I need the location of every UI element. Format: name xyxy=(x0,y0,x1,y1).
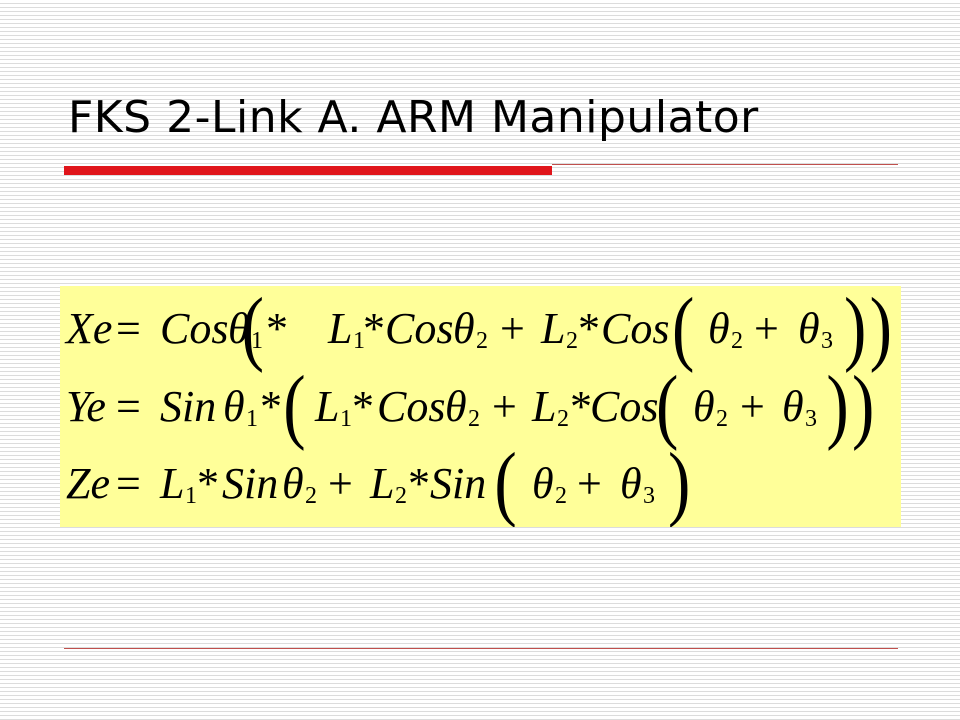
eq2-func3: Cos xyxy=(590,382,658,431)
eq2-times1: * xyxy=(260,382,282,431)
eq3-theta3: θ xyxy=(620,459,642,508)
eq3-plus2: + xyxy=(577,459,602,508)
eq1-theta2b: θ xyxy=(708,304,730,353)
equation-ye: Ye = Sin θ 1 * ( L 1 * Cos θ 2 + L 2 * C… xyxy=(66,359,874,452)
eq1-L2: L xyxy=(540,304,565,353)
eq3-paren-close: ) xyxy=(668,436,690,527)
eq3-theta2b: θ xyxy=(532,459,554,508)
eq1-plus2: + xyxy=(754,304,779,353)
eq3-plus1: + xyxy=(328,459,353,508)
eq2-sub2: 2 xyxy=(468,406,480,432)
eq1-sub1: 1 xyxy=(251,328,263,354)
title-underline-thin xyxy=(552,164,898,165)
eq2-paren-close: ) xyxy=(826,359,848,452)
eq1-theta2: θ xyxy=(453,304,475,353)
eq1-sub3: 3 xyxy=(821,328,833,354)
eq2-L1: L xyxy=(314,382,339,431)
eq1-times3: * xyxy=(578,304,600,353)
eq1-theta3: θ xyxy=(798,304,820,353)
eq3-theta2: θ xyxy=(282,459,304,508)
eq1-L1-sub: 1 xyxy=(353,328,365,354)
equation-ze: Ze = L 1 * Sin θ 2 + L 2 * Sin ( θ 2 + θ… xyxy=(66,436,690,527)
eq1-paren-close: ) xyxy=(844,286,866,374)
eq3-func2: Sin xyxy=(430,459,486,508)
equation-svg: Xe = Cos θ 1 * ( L 1 * Cos θ 2 + L 2 * C… xyxy=(64,286,892,527)
eq2-func2: Cos xyxy=(377,382,445,431)
eq2-theta2b: θ xyxy=(693,382,715,431)
eq2-plus2: + xyxy=(740,382,765,431)
eq1-times1: * xyxy=(266,304,288,353)
slide-title: FKS 2-Link A. ARM Manipulator xyxy=(68,92,759,143)
eq2-L2: L xyxy=(531,382,556,431)
eq1-func3: Cos xyxy=(601,304,669,353)
eq1-sub2b: 2 xyxy=(731,328,743,354)
eq2-L1-sub: 1 xyxy=(340,406,352,432)
eq2-sub2b: 2 xyxy=(716,406,728,432)
eq3-L2-sub: 2 xyxy=(395,483,407,509)
eq1-func2: Cos xyxy=(385,304,453,353)
eq3-L1: L xyxy=(159,459,184,508)
eq3-equals: = xyxy=(116,459,141,508)
eq2-lhs: Ye xyxy=(66,382,106,431)
eq3-lhs: Ze xyxy=(66,459,110,508)
eq1-func1: Cos xyxy=(160,304,228,353)
eq3-paren-open: ( xyxy=(494,436,516,527)
eq1-paren-open: ( xyxy=(672,286,694,374)
eq1-times2: * xyxy=(363,304,385,353)
eq2-plus1: + xyxy=(492,382,517,431)
eq3-sub2: 2 xyxy=(305,483,317,509)
eq3-L2: L xyxy=(369,459,394,508)
eq1-L1: L xyxy=(327,304,352,353)
eq2-theta3: θ xyxy=(782,382,804,431)
eq1-lhs: Xe xyxy=(64,304,112,353)
eq1-equals: = xyxy=(116,304,141,353)
eq3-func1: Sin xyxy=(222,459,278,508)
eq2-times3: * xyxy=(570,382,592,431)
eq2-theta1: θ xyxy=(223,382,245,431)
eq2-sub3: 3 xyxy=(805,406,817,432)
eq2-big-paren-close: ) xyxy=(852,359,874,452)
eq2-equals: = xyxy=(116,382,141,431)
eq1-big-paren-open: ( xyxy=(242,286,264,374)
eq3-times1: * xyxy=(197,459,219,508)
eq2-L2-sub: 2 xyxy=(557,406,569,432)
eq2-big-paren-open: ( xyxy=(283,359,305,452)
eq1-big-paren-close: ) xyxy=(870,286,892,374)
eq3-L1-sub: 1 xyxy=(185,483,197,509)
eq2-theta2: θ xyxy=(445,382,467,431)
equation-xe: Xe = Cos θ 1 * ( L 1 * Cos θ 2 + L 2 * C… xyxy=(64,286,892,374)
eq1-L2-sub: 2 xyxy=(566,328,578,354)
eq1-theta1: θ xyxy=(228,304,250,353)
eq2-times2: * xyxy=(352,382,374,431)
eq3-times2: * xyxy=(408,459,430,508)
equation-box: Xe = Cos θ 1 * ( L 1 * Cos θ 2 + L 2 * C… xyxy=(60,286,901,527)
eq3-sub3: 3 xyxy=(643,483,655,509)
title-underline-accent xyxy=(64,166,552,175)
eq1-plus1: + xyxy=(500,304,525,353)
eq1-sub2: 2 xyxy=(476,328,488,354)
eq2-func1: Sin xyxy=(160,382,216,431)
eq2-paren-open: ( xyxy=(656,359,678,452)
eq3-sub2b: 2 xyxy=(555,483,567,509)
bottom-divider xyxy=(64,648,898,649)
eq2-sub1: 1 xyxy=(246,406,258,432)
